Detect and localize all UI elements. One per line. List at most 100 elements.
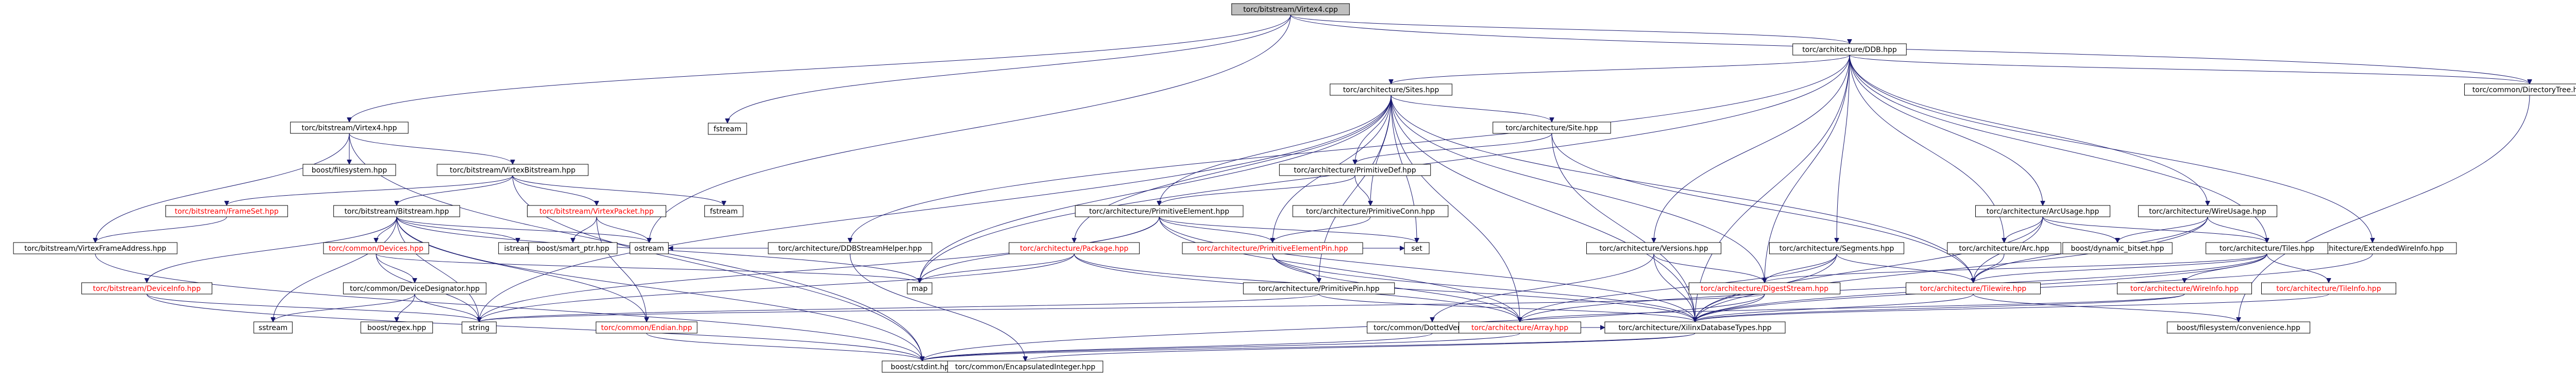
edge-tilewire-to-xdbtypes — [1695, 294, 1974, 322]
node-dirtree[interactable]: torc/common/DirectoryTree.hpp — [2464, 83, 2576, 96]
node-ppin[interactable]: torc/architecture/PrimitivePin.hpp — [1243, 282, 1395, 295]
node-ddbstream[interactable]: torc/architecture/DDBStreamHelper.hpp — [768, 242, 933, 254]
node-box — [708, 123, 747, 135]
node-frameset[interactable]: torc/bitstream/FrameSet.hpp — [165, 205, 288, 217]
edge-tiles-to-tileinfo — [2266, 253, 2329, 283]
node-devinfo[interactable]: torc/bitstream/DeviceInfo.hpp — [81, 282, 212, 295]
edge-dds-to-ddbstream — [850, 55, 1850, 243]
node-pelem[interactable]: torc/architecture/PrimitiveElement.hpp — [1075, 205, 1244, 217]
node-box — [1243, 282, 1395, 295]
edge-pelem-to-string — [479, 216, 1160, 322]
node-bregex[interactable]: boost/regex.hpp — [360, 321, 433, 334]
node-ois[interactable]: torc/architecture/DigestStream.hpp — [1688, 282, 1841, 295]
edge-v4hpp-to-vfa — [95, 133, 350, 243]
edge-site-to-pdef — [1355, 133, 1552, 165]
node-archusage[interactable]: torc/architecture/ArcUsage.hpp — [1975, 205, 2110, 217]
edge-ois-to-string — [479, 294, 1765, 322]
node-box — [1292, 205, 1449, 217]
node-site[interactable]: torc/architecture/Site.hpp — [1493, 122, 1611, 134]
node-dds[interactable]: torc/architecture/DDB.hpp — [1792, 43, 1907, 56]
node-vfa[interactable]: torc/bitstream/VirtexFrameAddress.hpp — [13, 242, 178, 254]
node-arc[interactable]: torc/architecture/Arc.hpp — [1947, 242, 2061, 254]
node-extwire[interactable]: torc/architecture/ExtendedWireInfo.hpp — [2288, 242, 2457, 254]
node-tilewire[interactable]: torc/architecture/Tilewire.hpp — [1906, 282, 2041, 295]
edge-frameset-to-vfa — [95, 216, 227, 243]
node-bfsconv[interactable]: boost/filesystem/convenience.hpp — [2166, 321, 2311, 334]
node-sstream[interactable]: sstream — [253, 321, 293, 334]
node-bitstream[interactable]: torc/bitstream/Bitstream.hpp — [333, 205, 460, 217]
node-segments[interactable]: torc/architecture/Segments.hpp — [1769, 242, 1904, 254]
node-box — [2138, 205, 2278, 217]
edge-vpacket-to-sharedptr — [573, 216, 597, 243]
node-label: torc/common/DeviceDesignator.hpp — [350, 285, 480, 293]
edge-ppin-to-xdbtypes — [1318, 294, 1695, 322]
node-versions[interactable]: torc/architecture/Versions.hpp — [1586, 242, 1721, 254]
node-label: torc/bitstream/VirtexPacket.hpp — [539, 208, 654, 216]
edge-sites-to-array — [1391, 95, 1520, 322]
edge-devinfo-to-cstdint — [146, 294, 922, 361]
node-label: torc/architecture/PrimitivePin.hpp — [1259, 285, 1380, 293]
node-istream[interactable]: istream — [498, 242, 537, 254]
node-label: fstream — [714, 125, 741, 133]
node-box — [947, 360, 1104, 373]
node-wireinfo[interactable]: torc/architecture/WireInfo.hpp — [2117, 282, 2252, 295]
node-box — [1279, 164, 1431, 176]
node-sites[interactable]: torc/architecture/Sites.hpp — [1330, 83, 1452, 96]
edge-devinfo-to-string — [146, 294, 479, 322]
edge-package-to-map — [920, 253, 1075, 283]
edge-versions-to-ois — [1653, 253, 1765, 283]
edge-pepin-to-xdbtypes — [1272, 253, 1695, 322]
edge-arc-to-tilewire — [1973, 253, 2005, 283]
edge-root-to-ostream — [649, 14, 1291, 243]
node-pepin[interactable]: torc/architecture/PrimitiveElementPin.hp… — [1182, 242, 1363, 254]
node-box — [528, 242, 618, 254]
node-set[interactable]: set — [1404, 242, 1430, 254]
node-encint[interactable]: torc/common/EncapsulatedInteger.hpp — [947, 360, 1104, 373]
node-endian[interactable]: torc/common/Endian.hpp — [596, 321, 698, 334]
node-xdbtypes[interactable]: torc/architecture/XilinxDatabaseTypes.hp… — [1604, 321, 1786, 334]
node-cstdint[interactable]: boost/cstdint.hpp — [882, 360, 963, 373]
node-array[interactable]: torc/architecture/Array.hpp — [1459, 321, 1581, 334]
node-package[interactable]: torc/architecture/Package.hpp — [1009, 242, 1140, 254]
edge-vbs-to-vpacket — [512, 175, 597, 206]
edge-tiles-to-ois — [1765, 253, 2267, 283]
edge-dds-to-segments — [1837, 55, 1850, 243]
node-vbs[interactable]: torc/bitstream/VirtexBitstream.hpp — [436, 164, 589, 176]
node-v4hpp[interactable]: torc/bitstream/Virtex4.hpp — [290, 122, 409, 134]
node-wireusage[interactable]: torc/architecture/WireUsage.hpp — [2138, 205, 2278, 217]
node-fstream1[interactable]: fstream — [708, 123, 747, 135]
node-devices[interactable]: torc/common/Devices.hpp — [323, 242, 429, 254]
edge-bitstream-to-ostream — [396, 216, 649, 243]
node-bfs[interactable]: boost/filesystem.hpp — [302, 164, 396, 176]
edge-segments-to-tilewire — [1836, 253, 1973, 283]
node-label: torc/architecture/ArcUsage.hpp — [1987, 208, 2099, 216]
node-box — [2062, 242, 2173, 254]
edge-tileinfo-to-xdbtypes — [1695, 294, 2329, 322]
edge-archusage-to-xdbtypes — [1695, 216, 2043, 322]
node-label: torc/architecture/Arc.hpp — [1959, 245, 2049, 253]
node-sharedptr[interactable]: boost/smart_ptr.hpp — [528, 242, 618, 254]
node-box — [1182, 242, 1363, 254]
node-tileinfo[interactable]: torc/architecture/TileInfo.hpp — [2261, 282, 2396, 295]
node-dynbitset[interactable]: boost/dynamic_bitset.hpp — [2062, 242, 2173, 254]
node-box — [436, 164, 589, 176]
node-vpacket[interactable]: torc/bitstream/VirtexPacket.hpp — [527, 205, 667, 217]
node-ostream[interactable]: ostream — [630, 242, 669, 254]
node-map[interactable]: map — [907, 282, 933, 295]
edge-dottedver-to-cstdint — [922, 333, 1433, 361]
edge-pelem-to-set — [1159, 216, 1417, 243]
node-devdesig[interactable]: torc/common/DeviceDesignator.hpp — [343, 282, 487, 295]
node-string[interactable]: string — [462, 321, 497, 334]
node-pconn[interactable]: torc/architecture/PrimitiveConn.hpp — [1292, 205, 1449, 217]
node-box — [1404, 242, 1430, 254]
edge-dds-to-xdbtypes — [1695, 55, 1850, 322]
node-tiles[interactable]: torc/architecture/Tiles.hpp — [2206, 242, 2328, 254]
node-label: torc/architecture/DigestStream.hpp — [1701, 285, 1828, 293]
node-label: torc/architecture/Tilewire.hpp — [1920, 285, 2026, 293]
edge-sites-to-xdbtypes — [1391, 95, 1695, 322]
edges-layer — [95, 14, 2530, 367]
node-box — [630, 242, 669, 254]
node-fstream2[interactable]: fstream — [704, 205, 743, 217]
node-pdef[interactable]: torc/architecture/PrimitiveDef.hpp — [1279, 164, 1431, 176]
node-box — [1947, 242, 2061, 254]
